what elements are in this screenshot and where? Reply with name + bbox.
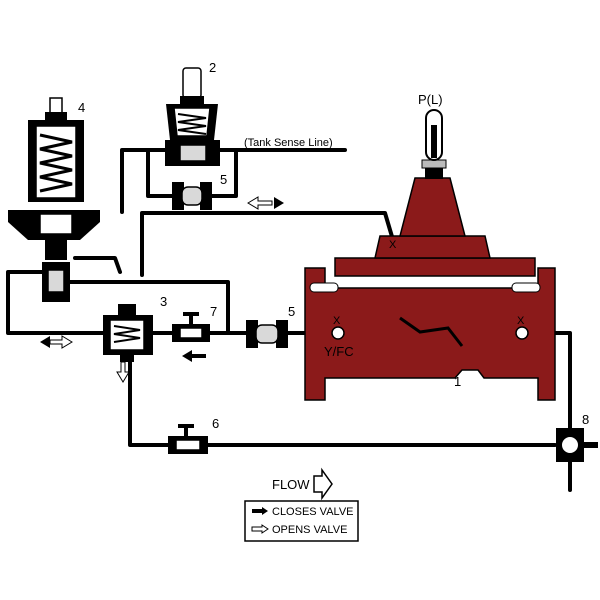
closes-arrow-icon [182, 350, 206, 362]
valve6-stem [184, 427, 188, 437]
pilot-4 [8, 97, 100, 302]
legend-closes-label: CLOSES VALVE [272, 506, 354, 518]
cover-line [140, 211, 395, 277]
pilot4-nut [45, 112, 67, 120]
left-loop [6, 270, 107, 335]
flow-arrows [40, 196, 333, 501]
valve8-handle [584, 442, 598, 448]
label-pl: P(L) [418, 92, 443, 107]
closes-arrow-icon [40, 336, 50, 348]
valve7-stem [189, 315, 193, 325]
pilot4-cap [49, 97, 63, 115]
pilot-3 [103, 304, 153, 362]
label-pilot-2: 2 [209, 60, 216, 75]
legend-box [244, 500, 359, 542]
label-tank-sense: (Tank Sense Line) [244, 137, 333, 149]
indicator-stem [431, 125, 437, 158]
pilot3-bottom [120, 352, 134, 362]
legend-closes-arrow-icon [252, 507, 268, 515]
legend-opens-label: OPENS VALVE [272, 524, 347, 536]
closes-arrow-icon [274, 197, 284, 209]
pilot2-nut [180, 96, 204, 104]
label-x-right: X [517, 315, 525, 327]
port-right [515, 326, 529, 340]
legend: CLOSES VALVE OPENS VALVE [244, 500, 359, 542]
valve8-ball [560, 435, 580, 455]
label-valve-7: 7 [210, 304, 217, 319]
pilot-2 [165, 67, 220, 166]
valve-6 [168, 424, 208, 454]
strainer-mid-flange-left [246, 320, 258, 348]
label-pilot-3: 3 [160, 294, 167, 309]
label-pilot-4: 4 [78, 100, 85, 115]
strainer-top [172, 182, 212, 210]
opens-arrow-icon [49, 335, 73, 349]
valve6-handle [178, 424, 194, 428]
valve7-port [179, 327, 203, 339]
pilot2-adjust [182, 67, 202, 99]
pilot4-feed [73, 256, 122, 274]
labels: 2 4 3 7 5 5 6 8 1 P(L) (Tank Sense Line)… [78, 60, 589, 492]
opens-arrow-icon [116, 361, 130, 383]
tank-sense-line [120, 148, 347, 214]
pilot4-to-7 [68, 280, 230, 335]
valve7-handle [183, 312, 199, 316]
strainer-mid-flange-right [276, 320, 288, 348]
valve6-port [175, 439, 201, 451]
label-strainer-5-mid: 5 [288, 304, 295, 319]
label-flow: FLOW [272, 477, 310, 492]
label-valve-6: 6 [212, 416, 219, 431]
valve-flange [334, 257, 536, 277]
legend-opens-arrow-icon [251, 524, 269, 534]
pilot4-spring [39, 133, 73, 193]
pilot2-spring [177, 113, 207, 135]
strainer-mid [246, 320, 288, 348]
pilot2-seat [179, 144, 207, 162]
strainer-top-flange-right [200, 182, 212, 210]
label-x-left: X [333, 315, 341, 327]
port-yfc [331, 326, 345, 340]
label-valve-8: 8 [582, 412, 589, 427]
flow-arrow-icon [313, 467, 333, 501]
pilot4-stem-body [45, 240, 67, 260]
pilot4-valve-seat [47, 269, 65, 293]
flange-slot [309, 282, 339, 293]
bottom-line [128, 353, 557, 447]
main-valve [304, 109, 556, 401]
valve-8 [556, 428, 598, 462]
valve-seat [399, 316, 464, 347]
label-main-valve-1: 1 [454, 374, 461, 389]
pilot4-inner [39, 213, 73, 235]
pilot3-spring [113, 325, 141, 343]
valve-cover-top [399, 177, 466, 237]
strainer-top-flange-left [172, 182, 184, 210]
strainer-top-screen [181, 186, 203, 206]
label-y-fc: Y/FC [324, 344, 354, 359]
label-x-top: X [389, 239, 397, 251]
strainer-mid-screen [255, 324, 279, 344]
pilot3-top [118, 304, 136, 318]
valve-body [304, 267, 556, 401]
flange-slot [511, 282, 541, 293]
indicator-collar [421, 159, 447, 169]
needle-valve-7 [172, 312, 210, 342]
opens-arrow-icon [247, 196, 273, 210]
label-strainer-5-top: 5 [220, 172, 227, 187]
